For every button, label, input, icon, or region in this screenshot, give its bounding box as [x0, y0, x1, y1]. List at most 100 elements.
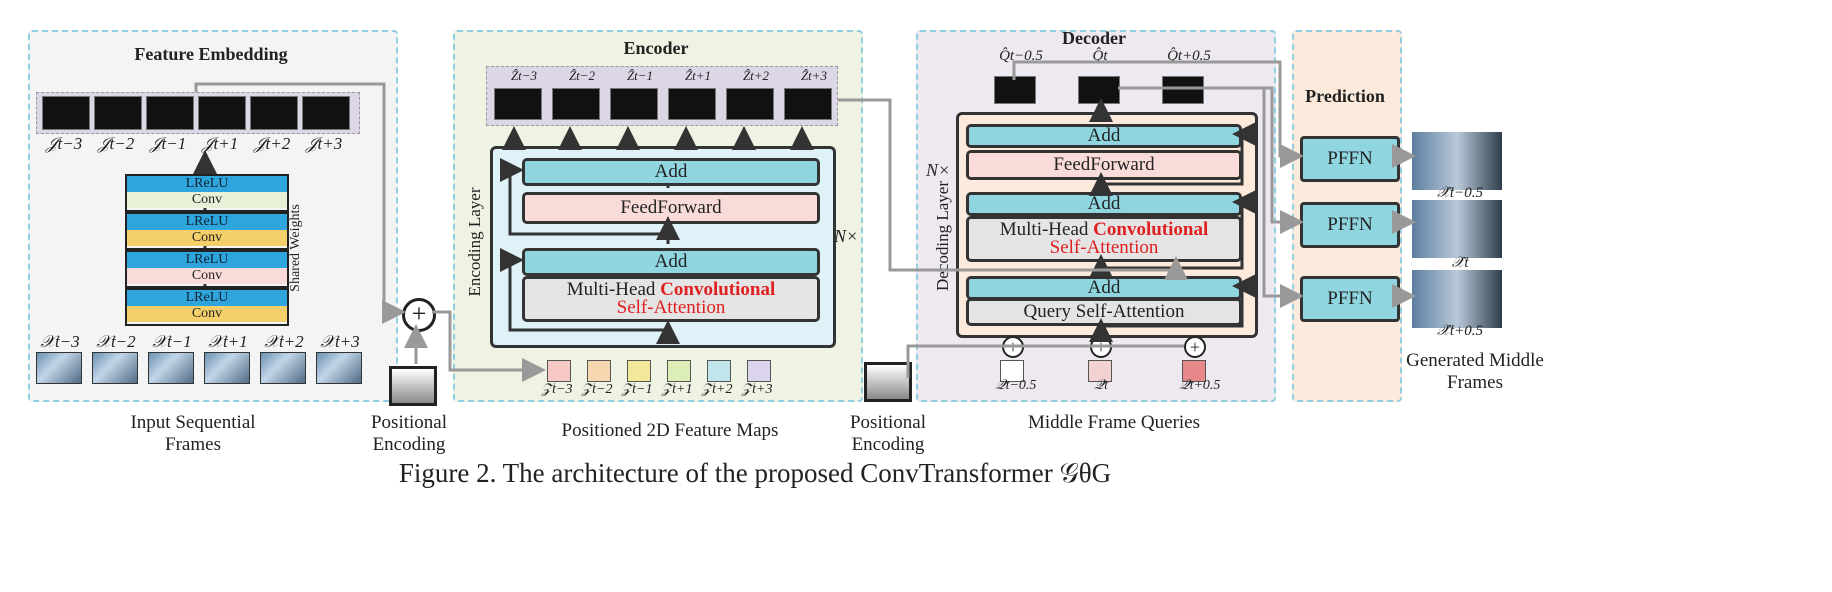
caption-feature-maps: Positioned 2D Feature Maps: [561, 420, 779, 441]
encoder-input-label: 𝒵t+3: [741, 382, 773, 397]
encoder-output-map: [784, 88, 832, 120]
encoder-repeat-label: N×: [834, 226, 859, 246]
input-label: 𝒳t+2: [264, 332, 304, 351]
input-label: 𝒳t+1: [208, 332, 248, 351]
generated-frame-label: 𝒳̂t−0.5: [1437, 185, 1483, 201]
feature-label: 𝒥t−3: [45, 134, 83, 153]
encoder-output-map: [610, 88, 658, 120]
input-label: 𝒳t+3: [320, 332, 360, 351]
encoder-add-top: Add: [522, 158, 820, 186]
feature-map: [94, 96, 142, 130]
feature-map-cube: [747, 360, 771, 382]
encoder-input-label: 𝒵t+2: [701, 382, 733, 397]
query-cube: [1182, 360, 1206, 382]
input-frame: [316, 352, 362, 384]
query-cube: [1088, 360, 1112, 382]
encoder-input-label: 𝒵t−1: [621, 382, 653, 397]
encoder-output-label: Ẑt−1: [626, 68, 654, 83]
encoder-output-label: Ẑt−3: [510, 68, 538, 83]
encoder-mhca-block: Multi-Head Convolutional Self-Attention: [522, 276, 820, 322]
generated-frame-label: 𝒳̂t+0.5: [1437, 323, 1483, 339]
decoder-output-label: Q̂t−0.5: [999, 48, 1043, 64]
mhca-emphasis: Convolutional: [660, 279, 776, 300]
mhca-emphasis: Convolutional: [1093, 219, 1209, 240]
lrelu-label: LReLU: [127, 176, 287, 192]
feature-embedding-title: Feature Embedding: [134, 44, 288, 64]
encoder-mhca-line1: Multi-Head Convolutional: [566, 279, 776, 300]
feature-label: 𝒥t+2: [253, 134, 291, 153]
caption-generated-frames: Generated Middle Frames: [1406, 350, 1544, 393]
encoder-output-map: [668, 88, 716, 120]
feature-map: [42, 96, 90, 130]
feature-map: [250, 96, 298, 130]
decoder-repeat-label: N×: [926, 160, 951, 180]
generated-frame-label: 𝒳̂t: [1451, 255, 1469, 271]
decoder-output-map: [1078, 76, 1120, 104]
conv-label: Conv: [127, 192, 287, 208]
decoder-output-map: [994, 76, 1036, 104]
feature-map-cube: [547, 360, 571, 382]
query-label: 𝒬t−0.5: [995, 378, 1037, 393]
lrelu-label: LReLU: [127, 290, 287, 306]
pffn-block: PFFN: [1300, 276, 1400, 322]
decoder-output-label: Q̂t+0.5: [1167, 48, 1211, 64]
feature-map: [302, 96, 350, 130]
positional-encoding-block: [864, 362, 912, 402]
encoder-input-label: 𝒵t+1: [661, 382, 693, 397]
query-label: 𝒬t: [1094, 378, 1108, 393]
lrelu-label: LReLU: [127, 252, 287, 268]
decoder-output-map: [1162, 76, 1204, 104]
caption-positional-encoding: Positional Encoding: [370, 412, 447, 455]
generated-frame: [1412, 200, 1502, 258]
feature-label: 𝒥t+1: [201, 134, 239, 153]
encoder-output-label: Ẑt+2: [742, 68, 770, 83]
caption-input-frames: Input Sequential Frames: [130, 412, 256, 455]
conv-layer: LReLU Conv: [125, 288, 289, 326]
feature-map-cube: [667, 360, 691, 382]
query-label: 𝒬t+0.5: [1179, 378, 1221, 393]
conv-layer: LReLU Conv: [125, 250, 289, 288]
encoder-output-map: [726, 88, 774, 120]
conv-label: Conv: [127, 306, 287, 322]
conv-label: Conv: [127, 268, 287, 284]
positional-encoding-block: [389, 366, 437, 406]
generated-frame: [1412, 132, 1502, 190]
input-frame: [92, 352, 138, 384]
encoder-input-label: 𝒵t−2: [581, 382, 613, 397]
input-frame: [36, 352, 82, 384]
generated-frame: [1412, 270, 1502, 328]
input-frame: [204, 352, 250, 384]
input-frame: [260, 352, 306, 384]
feature-label: 𝒥t+3: [305, 134, 343, 153]
mhca-prefix: Multi-Head: [566, 279, 656, 300]
caption-positional-encoding-2: Positional Encoding: [849, 412, 926, 455]
decoder-mhca-line2: Self-Attention: [1049, 237, 1159, 258]
encoder-output-map: [552, 88, 600, 120]
feature-map: [146, 96, 194, 130]
query-cube: [1000, 360, 1024, 382]
input-label: 𝒳t−2: [96, 332, 136, 351]
encoder-title: Encoder: [623, 38, 689, 58]
mhca-prefix: Multi-Head: [999, 219, 1089, 240]
decoder-output-label: Q̂t: [1092, 48, 1108, 64]
feature-map-cube: [707, 360, 731, 382]
feature-label: 𝒥t−1: [149, 134, 187, 153]
encoder-output-label: Ẑt+3: [800, 68, 828, 83]
lrelu-label: LReLU: [127, 214, 287, 230]
caption-middle-frame-queries: Middle Frame Queries: [1027, 412, 1200, 433]
decoder-add-1: Add: [966, 124, 1242, 148]
feature-map-cube: [627, 360, 651, 382]
add-symbol: +: [1184, 336, 1206, 358]
input-label: 𝒳t−3: [40, 332, 80, 351]
input-label: 𝒳t−1: [152, 332, 192, 351]
decoder-title: Decoder: [1062, 28, 1126, 48]
encoder-mhca-line2: Self-Attention: [616, 297, 726, 318]
conv-layer: LReLU Conv: [125, 212, 289, 250]
conv-label: Conv: [127, 230, 287, 246]
decoder-mhca-line1: Multi-Head Convolutional: [999, 219, 1209, 240]
figure-caption: Figure 2. The architecture of the propos…: [398, 458, 1112, 488]
input-frame: [148, 352, 194, 384]
feature-label: 𝒥t−2: [97, 134, 135, 153]
